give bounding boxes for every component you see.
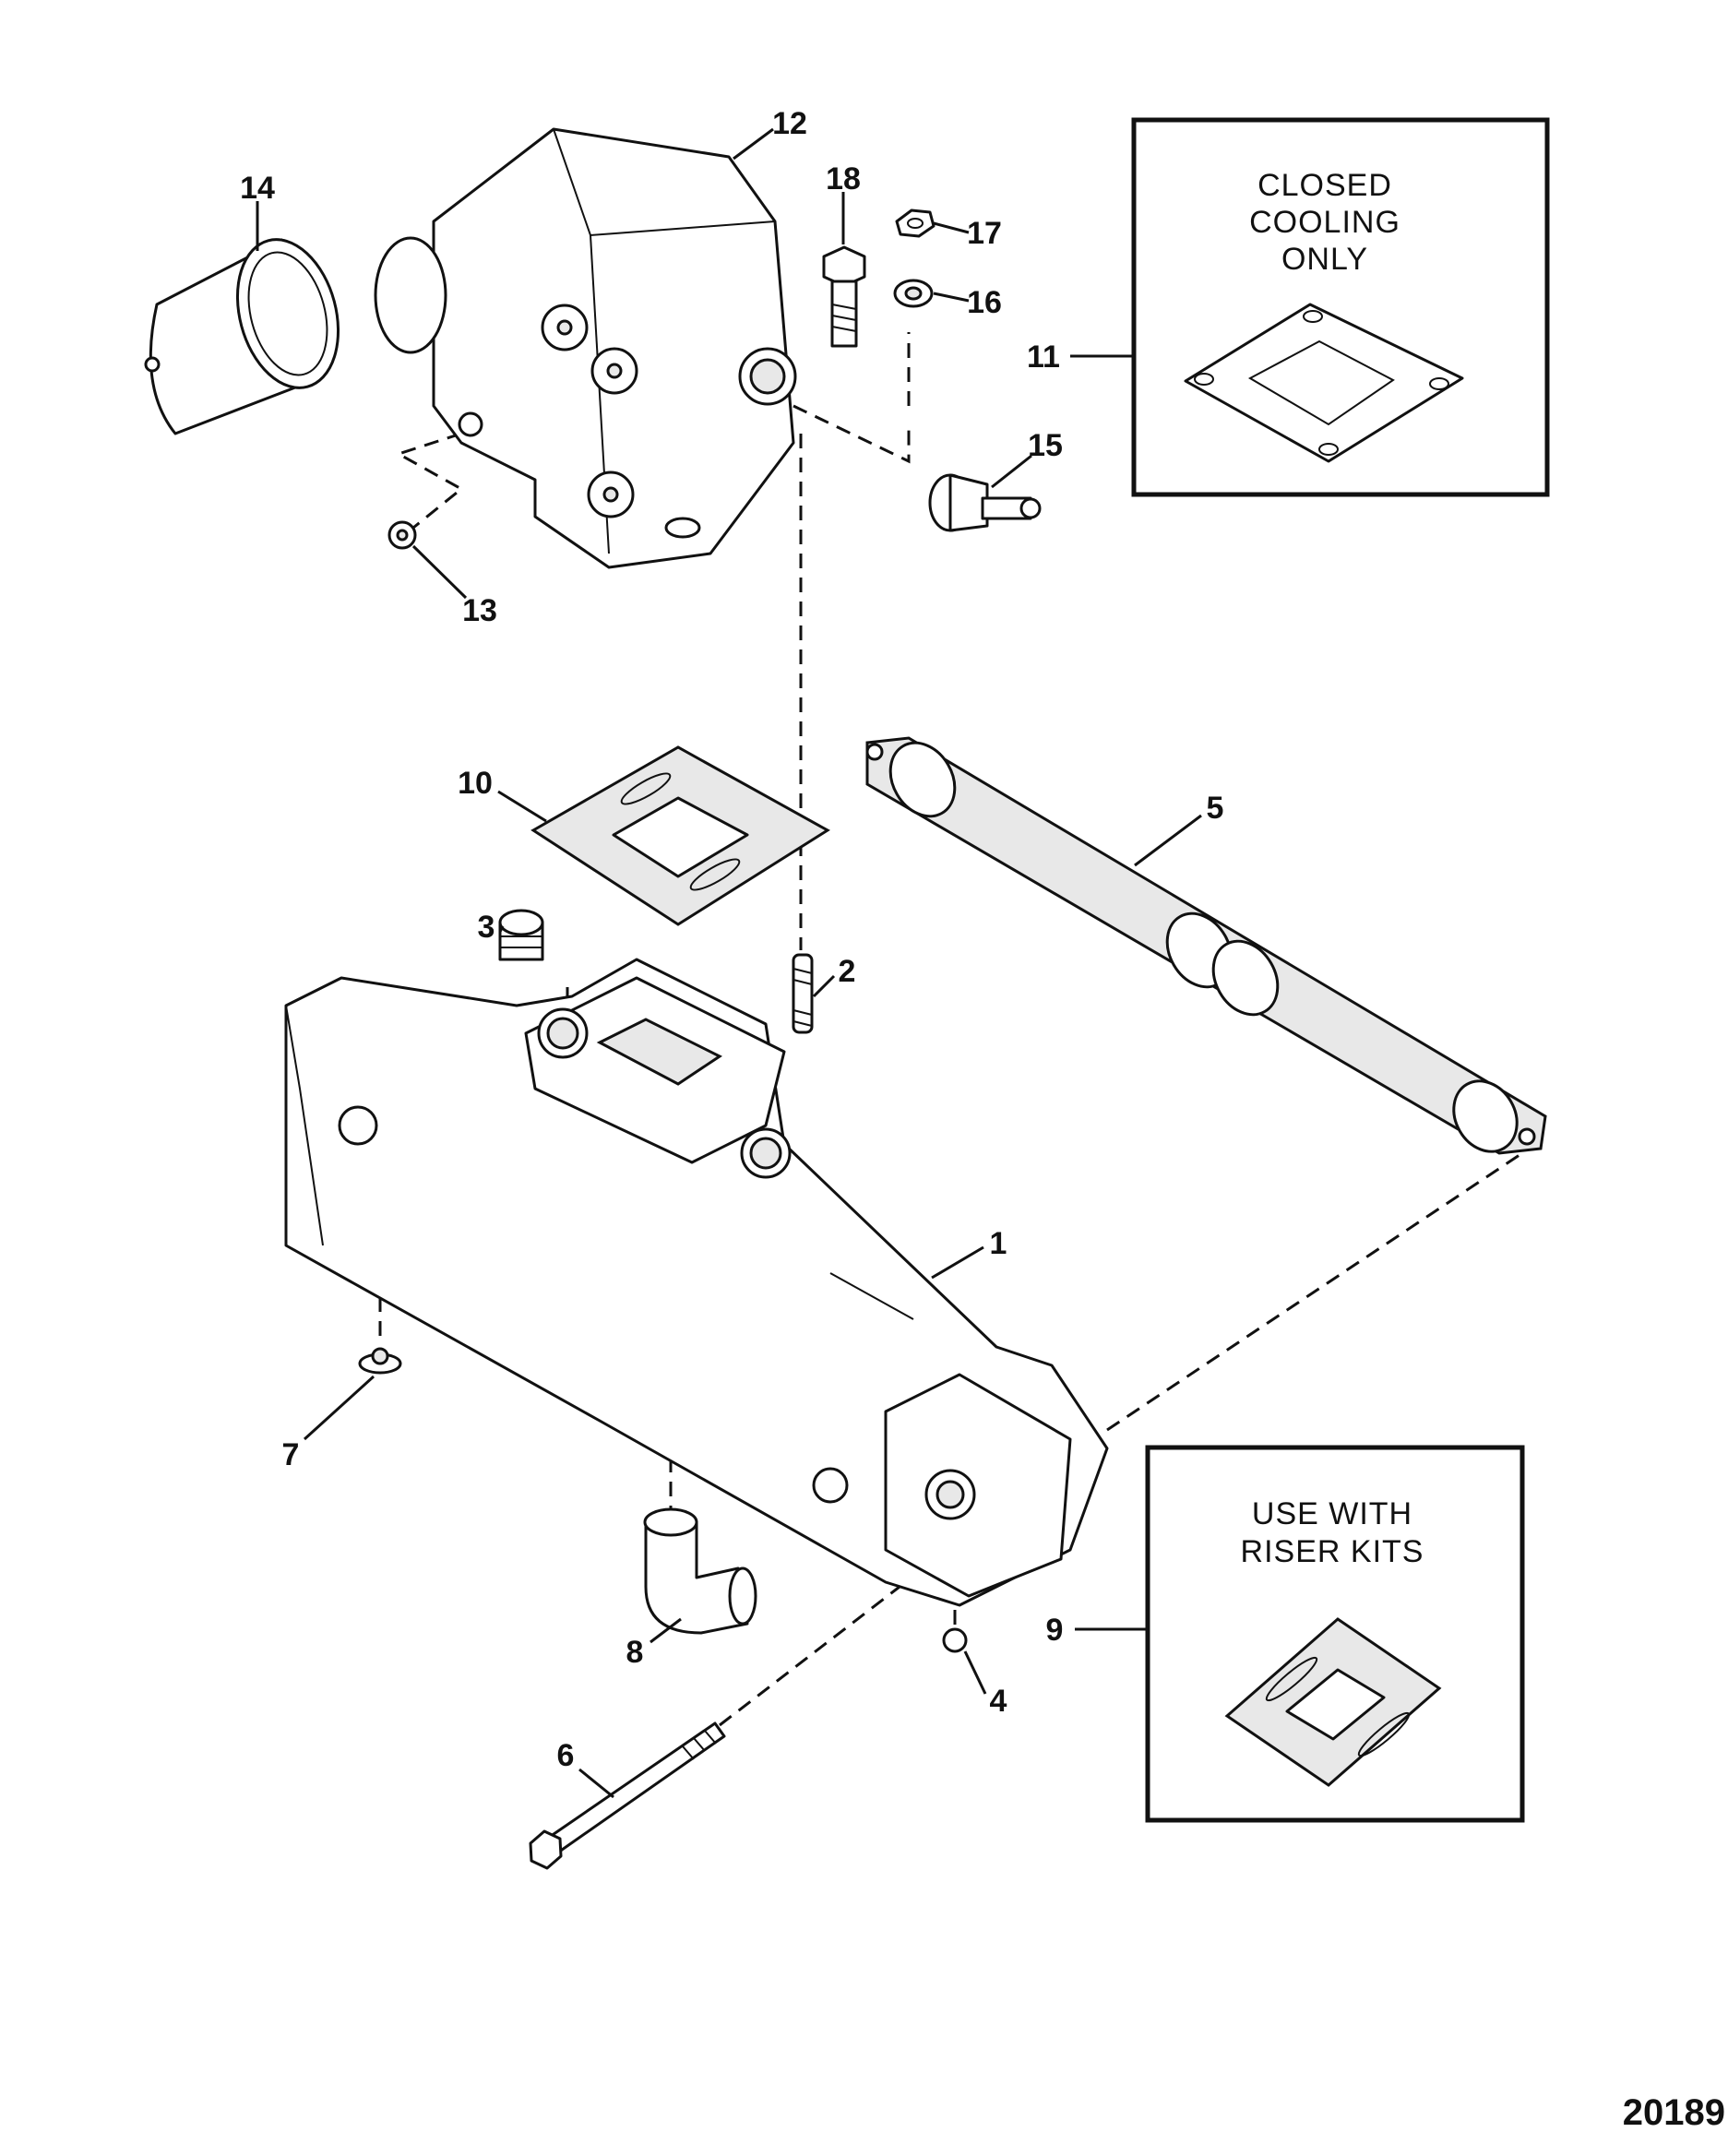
figure-number: 20189 bbox=[1623, 2092, 1725, 2133]
part-17-nut bbox=[895, 208, 936, 238]
part-15-fitting bbox=[928, 473, 1042, 532]
note-text-line: CLOSED bbox=[1257, 168, 1392, 203]
callout-17: 17 bbox=[967, 216, 1002, 251]
callout-14: 14 bbox=[240, 171, 275, 206]
callout-3: 3 bbox=[478, 910, 495, 945]
callout-5: 5 bbox=[1207, 791, 1224, 826]
callout-11: 11 bbox=[1027, 339, 1060, 375]
callout-13: 13 bbox=[462, 593, 497, 628]
callout-18: 18 bbox=[826, 161, 861, 197]
note-text-line: USE WITH bbox=[1252, 1496, 1412, 1531]
part-3-plug bbox=[498, 909, 544, 961]
note-box-riser-kits: USE WITH RISER KITS bbox=[1145, 1445, 1525, 1823]
part-4-plug bbox=[942, 1627, 968, 1653]
callout-2: 2 bbox=[839, 954, 856, 989]
callout-12: 12 bbox=[772, 106, 807, 141]
part-5-exhaust-gasket bbox=[865, 736, 1547, 1155]
note-text-line: ONLY bbox=[1281, 242, 1368, 277]
part-8-elbow-fitting bbox=[643, 1507, 757, 1635]
note-box-closed-cooling: CLOSED COOLING ONLY bbox=[1131, 117, 1550, 497]
leader-lines bbox=[256, 127, 1202, 1799]
callout-7: 7 bbox=[282, 1437, 300, 1472]
callout-1: 1 bbox=[990, 1226, 1007, 1261]
callouts: 12 14 18 17 16 11 15 13 10 5 3 2 1 7 9 8… bbox=[240, 106, 1223, 1773]
callout-6: 6 bbox=[557, 1738, 575, 1773]
part-18-bolt bbox=[822, 245, 866, 348]
part-2-stud bbox=[792, 953, 814, 1034]
assembly-lines bbox=[378, 332, 1523, 1727]
callout-16: 16 bbox=[967, 285, 1002, 320]
callout-15: 15 bbox=[1028, 428, 1063, 463]
part-14-sleeve bbox=[144, 238, 340, 435]
part-1-exhaust-manifold bbox=[284, 958, 1109, 1607]
part-7-clip bbox=[358, 1347, 402, 1375]
callout-4: 4 bbox=[990, 1684, 1007, 1719]
callout-8: 8 bbox=[626, 1635, 644, 1670]
part-13-plug bbox=[387, 520, 417, 550]
note-text-line: RISER KITS bbox=[1241, 1534, 1424, 1569]
part-11-gasket bbox=[1184, 303, 1464, 463]
part-12-exhaust-elbow bbox=[374, 127, 797, 569]
part-6-bolt bbox=[529, 1721, 726, 1870]
callout-9: 9 bbox=[1046, 1613, 1064, 1648]
part-10-gasket bbox=[530, 745, 830, 926]
part-16-washer bbox=[893, 279, 934, 308]
note-text-line: COOLING bbox=[1249, 205, 1400, 240]
callout-10: 10 bbox=[458, 766, 493, 801]
